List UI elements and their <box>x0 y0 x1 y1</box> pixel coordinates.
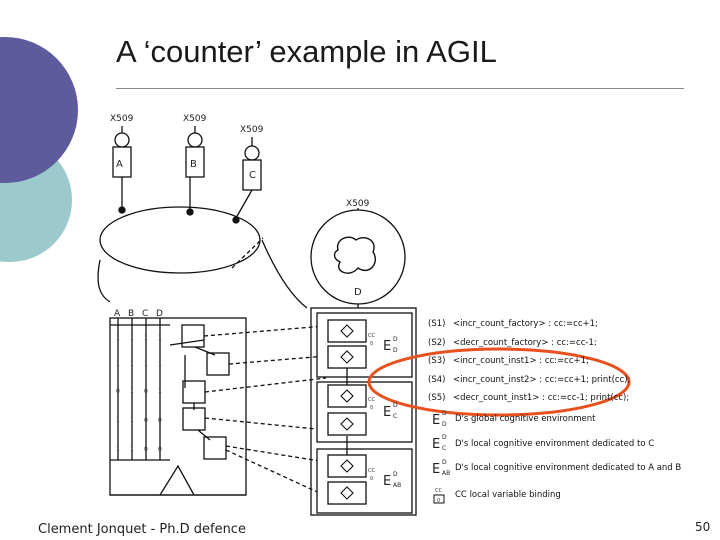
env-c-label: CC 0 E D C <box>368 397 398 420</box>
table-cell: 0 <box>144 388 148 395</box>
legend-text: D's local cognitive environment dedicate… <box>455 439 654 449</box>
service-text: <incr_count_factory> : cc:=cc+1; <box>453 319 598 329</box>
agent-d <box>310 208 417 516</box>
agent-a <box>112 126 132 210</box>
shared-space-ellipse <box>99 206 261 274</box>
deco-purple-circle <box>0 37 78 183</box>
page-number: 50 <box>695 520 711 534</box>
legend-symbol: E <box>432 413 440 428</box>
services-list: (S1) <incr_count_factory> : cc:=cc+1; (S… <box>428 319 630 403</box>
table-cell: 0 <box>158 417 162 424</box>
table-cell: 1 <box>130 417 134 424</box>
legend-cc-value: 0 <box>437 498 440 504</box>
env-box-global <box>316 312 413 378</box>
env-label: E <box>383 339 391 354</box>
column-header: C <box>142 309 148 319</box>
service-text: <incr_count_inst2> : cc:=cc+1; print(cc)… <box>453 375 630 385</box>
legend-text: D's local cognitive environment dedicate… <box>455 463 681 473</box>
legend-text: D's global cognitive environment <box>455 414 596 424</box>
cc-label: CC <box>368 468 375 474</box>
table-cell: 1 <box>130 446 134 453</box>
service-text: <decr_count_factory> : cc:=cc-1; <box>453 338 597 348</box>
legend-sup: D <box>442 410 447 417</box>
table-cell: 1 <box>130 388 134 395</box>
table-cell: 1 <box>116 446 120 453</box>
env-sup: D <box>393 402 398 409</box>
env-label: E <box>383 405 391 420</box>
legend-symbol: E <box>432 437 440 452</box>
agent-a-name: A <box>116 159 123 170</box>
agent-c-cert: X509 <box>240 125 264 135</box>
table-cell: 0 <box>158 446 162 453</box>
table-cell: 1 <box>116 335 120 342</box>
env-sup: D <box>393 471 398 478</box>
table-cell: 1 <box>144 361 148 368</box>
agent-b-cert: X509 <box>183 114 207 124</box>
legend-text: CC local variable binding <box>455 490 561 500</box>
state-table: 1 1 1 1 1 1 1 1 0 1 0 1 1 1 0 0 1 1 0 0 <box>116 335 162 453</box>
service-text: <decr_count_inst1> : cc:=cc-1; print(cc)… <box>453 393 629 403</box>
env-sub: AB <box>393 482 401 489</box>
env-global-label: CC 0 E D D <box>368 333 398 354</box>
legend-sup: D <box>442 434 447 441</box>
table-cell: 0 <box>144 417 148 424</box>
agent-b <box>185 126 205 210</box>
table-cell: 1 <box>144 335 148 342</box>
legend-sub: C <box>442 445 446 452</box>
env-ab-label: CC 0 E D AB <box>368 468 401 489</box>
table-cell: 1 <box>130 335 134 342</box>
cc-value: 0 <box>370 341 373 347</box>
cc-value: 0 <box>370 405 373 411</box>
table-cell: 1 <box>158 388 162 395</box>
env-label: E <box>383 474 391 489</box>
legend-symbol: E <box>432 462 440 477</box>
cc-value: 0 <box>370 476 373 482</box>
table-cell: 1 <box>158 335 162 342</box>
env-sub: C <box>393 413 397 420</box>
agent-a-cert: X509 <box>110 114 134 124</box>
legend-sub: D <box>442 421 447 428</box>
legend-cc: CC <box>435 488 442 494</box>
title-divider <box>116 88 684 89</box>
agent-c <box>235 137 262 219</box>
table-cell: 1 <box>130 361 134 368</box>
agent-d-name: D <box>354 287 362 298</box>
agent-c-name: C <box>249 170 256 181</box>
footer-author: Clement Jonquet - Ph.D defence <box>38 522 246 537</box>
column-header: B <box>128 309 134 319</box>
table-cell: 1 <box>116 417 120 424</box>
column-header: D <box>156 309 163 319</box>
table-cell: 1 <box>116 361 120 368</box>
service-text: <incr_count_inst1> : cc:=cc+1; <box>453 356 589 366</box>
agent-d-cert: X509 <box>346 199 370 209</box>
legend: E D D D's global cognitive environment E… <box>432 410 681 504</box>
legend-sup: D <box>442 459 447 466</box>
service-id: (S1) <box>428 319 445 329</box>
column-header: A <box>114 309 121 319</box>
table-cell: 1 <box>158 361 162 368</box>
cc-label: CC <box>368 397 375 403</box>
service-id: (S5) <box>428 393 445 403</box>
agent-b-name: B <box>190 159 197 170</box>
env-sub: D <box>393 347 398 354</box>
legend-sub: AB <box>442 470 450 477</box>
env-box-ab <box>316 448 413 514</box>
service-id: (S2) <box>428 338 445 348</box>
service-id: (S4) <box>428 375 445 385</box>
cc-label: CC <box>368 333 375 339</box>
table-cell: 0 <box>116 388 120 395</box>
env-sup: D <box>393 336 398 343</box>
env-box-c <box>316 381 413 443</box>
highlight-ellipse <box>367 347 631 417</box>
service-id: (S3) <box>428 356 445 366</box>
table-cell: 0 <box>144 446 148 453</box>
slide-title: A ‘counter’ example in AGIL <box>116 34 497 69</box>
